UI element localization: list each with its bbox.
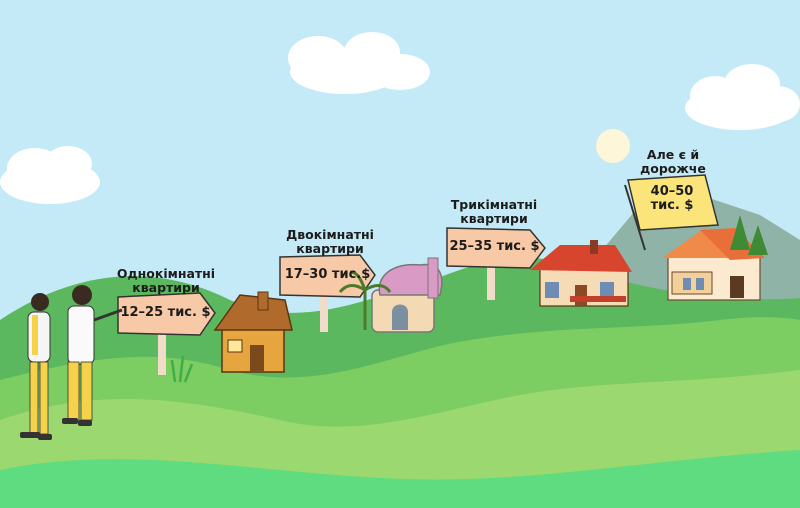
sign-2-title: Двокімнатні квартири <box>286 227 374 256</box>
sun-icon <box>596 129 630 163</box>
sign-3-title: Трикімнатні квартири <box>450 197 538 226</box>
orange-roof-house-icon <box>662 228 765 301</box>
palm-plant-icon <box>338 270 392 330</box>
sign-post-3 <box>446 227 546 300</box>
wooden-cottage-icon <box>213 291 293 373</box>
sign-1-title: Однокімнатні квартири <box>116 266 216 295</box>
sign-2-price: 17–30 тис.$ <box>284 267 371 282</box>
cloud-icon <box>685 64 800 130</box>
grass-tuft-icon <box>170 355 194 383</box>
price-flag <box>624 174 719 251</box>
sign-1-price: 12–25 тис. $ <box>120 305 211 320</box>
flag-title: Але є й дорожче <box>640 147 706 176</box>
sign-post-1 <box>117 292 216 375</box>
fairytale-house-icon <box>338 257 443 333</box>
foreground-hill <box>0 450 800 508</box>
sign-3-price: 25–35 тис. $ <box>449 239 540 254</box>
cloud-icon <box>288 32 430 94</box>
couple-illustration <box>20 285 123 440</box>
pine-tree-icon <box>730 215 768 255</box>
cloud-icon <box>0 146 100 204</box>
flag-price: 40–50 тис. $ <box>650 184 694 214</box>
red-roof-house-icon <box>530 240 632 307</box>
